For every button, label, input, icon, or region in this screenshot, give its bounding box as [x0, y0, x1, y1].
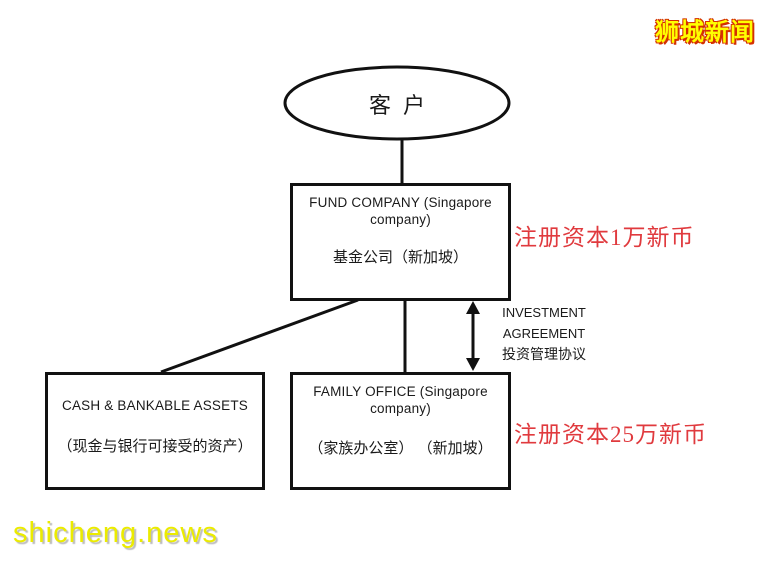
- investment-arrow: [466, 301, 480, 371]
- investment-agreement-label: INVESTMENT AGREEMENT 投资管理协议: [486, 302, 602, 365]
- fund-company-node: FUND COMPANY (Singapore company) 基金公司（新加…: [290, 183, 511, 301]
- fund-company-name-en: FUND COMPANY (Singapore company): [309, 195, 492, 227]
- investment-agreement-line3: 投资管理协议: [502, 346, 586, 362]
- family-office-name-cn: （家族办公室） （新加坡）: [308, 440, 493, 457]
- client-ellipse: [283, 65, 511, 141]
- cash-assets-name-en: CASH & BANKABLE ASSETS: [62, 398, 248, 413]
- investment-agreement-line2: AGREEMENT: [502, 326, 586, 341]
- investment-agreement-line1: INVESTMENT: [502, 305, 586, 320]
- family-office-name-en: FAMILY OFFICE (Singapore company): [313, 384, 488, 416]
- site-watermark: shicheng.news: [13, 517, 218, 549]
- brand-logo: 狮城新闻: [655, 19, 755, 46]
- cash-assets-name-cn: （现金与银行可接受的资产）: [57, 438, 253, 455]
- fund-company-name-cn: 基金公司（新加坡）: [332, 249, 468, 266]
- fund-registered-capital-annotation: 注册资本1万新币: [514, 225, 695, 250]
- connector-fund-cash: [160, 298, 359, 374]
- family-office-registered-capital-annotation: 注册资本25万新币: [514, 422, 707, 447]
- client-node-label: 客户: [368, 93, 437, 118]
- family-office-node: FAMILY OFFICE (Singapore company) （家族办公室…: [290, 372, 511, 490]
- cash-assets-node: CASH & BANKABLE ASSETS （现金与银行可接受的资产）: [45, 372, 265, 490]
